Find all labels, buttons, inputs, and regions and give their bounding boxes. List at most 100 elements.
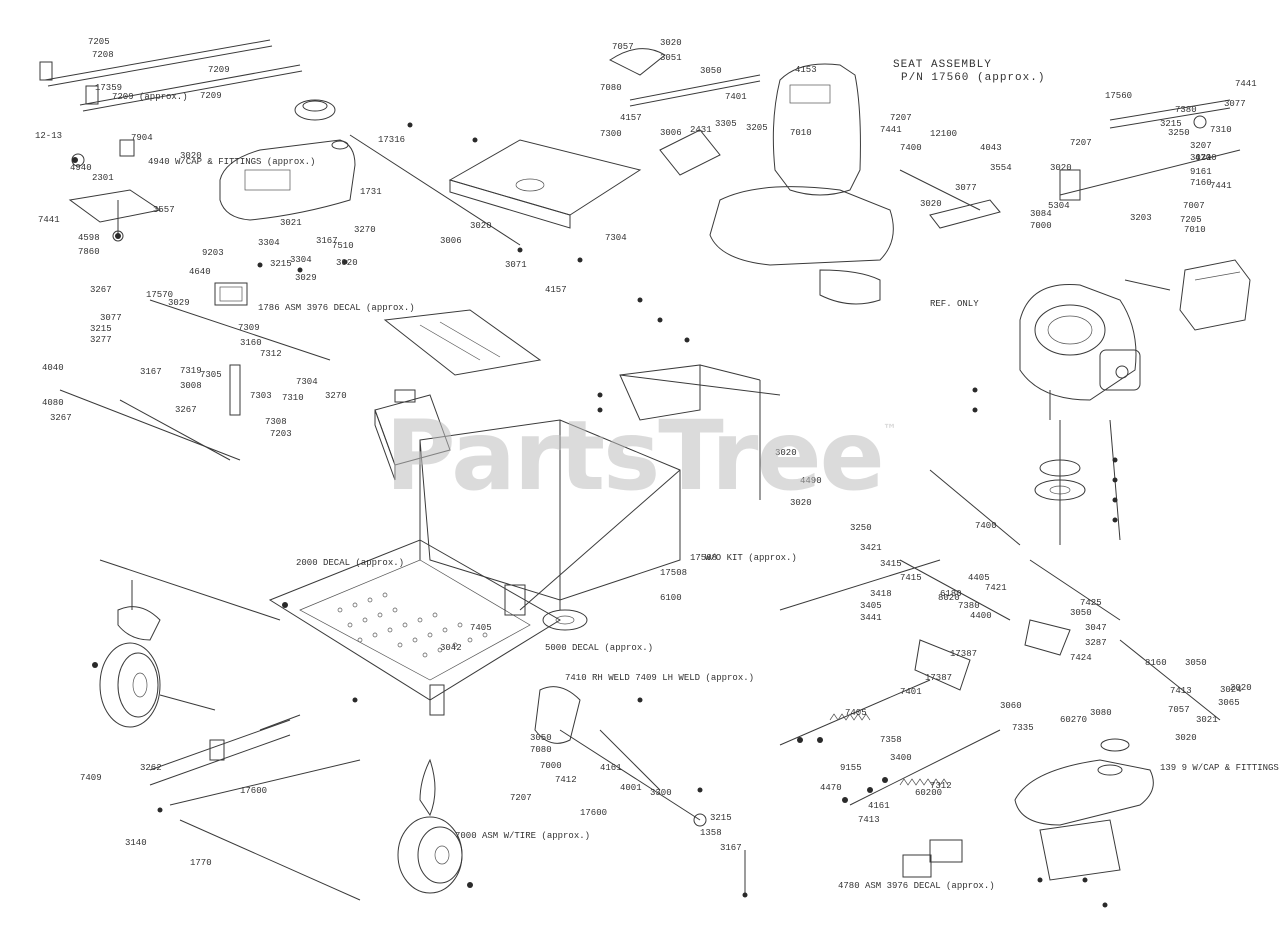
part-callout: 7209 (approx.) — [112, 92, 188, 102]
part-callout: 7010 — [1184, 225, 1206, 235]
part-callout: 4405 — [968, 573, 990, 583]
part-callout: 3020 — [775, 448, 797, 458]
part-callout: 3267 — [175, 405, 197, 415]
part-callout: 7209 — [200, 91, 222, 101]
part-callout: 7405 — [845, 708, 867, 718]
part-callout: 4700 — [1195, 153, 1217, 163]
part-callout: 4157 — [620, 113, 642, 123]
part-callout: 3167 — [140, 367, 162, 377]
part-callout: 7309 — [238, 323, 260, 333]
seat-mount-plate — [349, 134, 642, 246]
part-callout: 17508 — [660, 568, 687, 578]
seat — [709, 63, 894, 305]
part-callout: 7510 — [332, 241, 354, 251]
part-callout: 7304 — [605, 233, 627, 243]
footrest-bracket — [619, 364, 781, 500]
part-callout: 3270 — [325, 391, 347, 401]
part-callout: 3415 — [880, 559, 902, 569]
part-callout: 3021 — [1196, 715, 1218, 725]
part-callout: 3167 — [720, 843, 742, 853]
part-callout: 17316 — [378, 135, 405, 145]
part-callout: 3008 — [180, 381, 202, 391]
part-callout: 3050 — [530, 733, 552, 743]
part-callout: 3024 — [1220, 685, 1242, 695]
engine — [1019, 283, 1141, 420]
part-callout: 7415 — [900, 573, 922, 583]
part-callout: 7303 — [250, 391, 272, 401]
seat-assembly-heading: SEAT ASSEMBLY — [893, 59, 992, 71]
part-callout: 7207 — [890, 113, 912, 123]
part-callout: 3077 — [100, 313, 122, 323]
part-callout: 2020 — [1230, 683, 1252, 693]
part-callout: 7300 — [600, 129, 622, 139]
part-callout: 3267 — [50, 413, 72, 423]
part-callout: 7424 — [1070, 653, 1092, 663]
part-callout: 7400 — [900, 143, 922, 153]
part-callout: 7310 — [282, 393, 304, 403]
air-filter — [1124, 259, 1251, 331]
part-callout: 7207 — [1070, 138, 1092, 148]
part-callout: 4157 — [545, 285, 567, 295]
part-callout: 7441 — [1235, 79, 1257, 89]
seat-bracket-right — [1059, 99, 1241, 201]
part-callout: 3554 — [990, 163, 1012, 173]
part-callout: 3205 — [746, 123, 768, 133]
part-callout: 3400 — [890, 753, 912, 763]
part-callout: 3250 — [850, 523, 872, 533]
mounting-bracket — [68, 139, 162, 242]
part-callout: 3262 — [140, 763, 162, 773]
part-callout: 3215 — [90, 324, 112, 334]
part-callout: 60200 — [915, 788, 942, 798]
part-callout: 3020 — [790, 498, 812, 508]
part-callout: 3021 — [1190, 153, 1212, 163]
part-callout: 3405 — [860, 601, 882, 611]
part-callout: 7205 — [1180, 215, 1202, 225]
part-callout: 3065 — [1218, 698, 1240, 708]
part-callout: 3267 — [90, 285, 112, 295]
part-callout: 3421 — [860, 543, 882, 553]
part-callout: 3042 — [440, 643, 462, 653]
part-callout: 7057 — [1168, 705, 1190, 715]
part-callout: 7207 — [510, 793, 532, 803]
part-callout: 7312 — [930, 781, 952, 791]
seat-track — [609, 48, 1001, 229]
part-callout: 3020 — [1050, 163, 1072, 173]
spring-rod-lower — [849, 729, 1001, 806]
decal-bottom — [902, 839, 963, 878]
part-callout: 17570 — [146, 290, 173, 300]
part-callout: 4640 — [189, 267, 211, 277]
part-callout: 3006 — [440, 236, 462, 246]
part-callout: 7080 — [600, 83, 622, 93]
part-callout: 3140 — [125, 838, 147, 848]
deck-decal-note: 2000 DECAL (approx.) — [296, 558, 404, 568]
part-callout: 17387 — [925, 673, 952, 683]
part-callout: 3250 — [1168, 128, 1190, 138]
part-callout: 1358 — [700, 828, 722, 838]
rear-decal-note: 5000 DECAL (approx.) — [545, 643, 653, 653]
part-callout: 7441 — [880, 125, 902, 135]
part-callout: 7441 — [38, 215, 60, 225]
part-callout: 8160 — [1145, 658, 1167, 668]
part-callout: 7860 — [78, 247, 100, 257]
part-callout: 3160 — [240, 338, 262, 348]
part-callout: 7304 — [296, 377, 318, 387]
upper-control-rods — [39, 39, 303, 112]
deck-grille — [337, 592, 488, 658]
hardware-fasteners — [72, 122, 1118, 908]
part-callout: 4598 — [78, 233, 100, 243]
part-callout: 17600 — [240, 786, 267, 796]
decal-left-note: 1786 ASM 3976 DECAL (approx.) — [258, 303, 415, 313]
part-callout: 3084 — [1030, 209, 1052, 219]
battery — [374, 389, 451, 481]
part-callout: 17387 — [950, 649, 977, 659]
part-callout: 4080 — [42, 398, 64, 408]
seat-part-number: P/N 17560 (approx.) — [901, 72, 1045, 84]
part-callout: 3051 — [660, 53, 682, 63]
floor-plate — [383, 309, 542, 376]
part-callout: 3167 — [316, 236, 338, 246]
part-callout: 3077 — [955, 183, 977, 193]
part-callout: 1770 — [190, 858, 212, 868]
part-callout: 3020 — [660, 38, 682, 48]
fuel-tank-left — [219, 99, 356, 221]
part-callout: 7057 — [612, 42, 634, 52]
